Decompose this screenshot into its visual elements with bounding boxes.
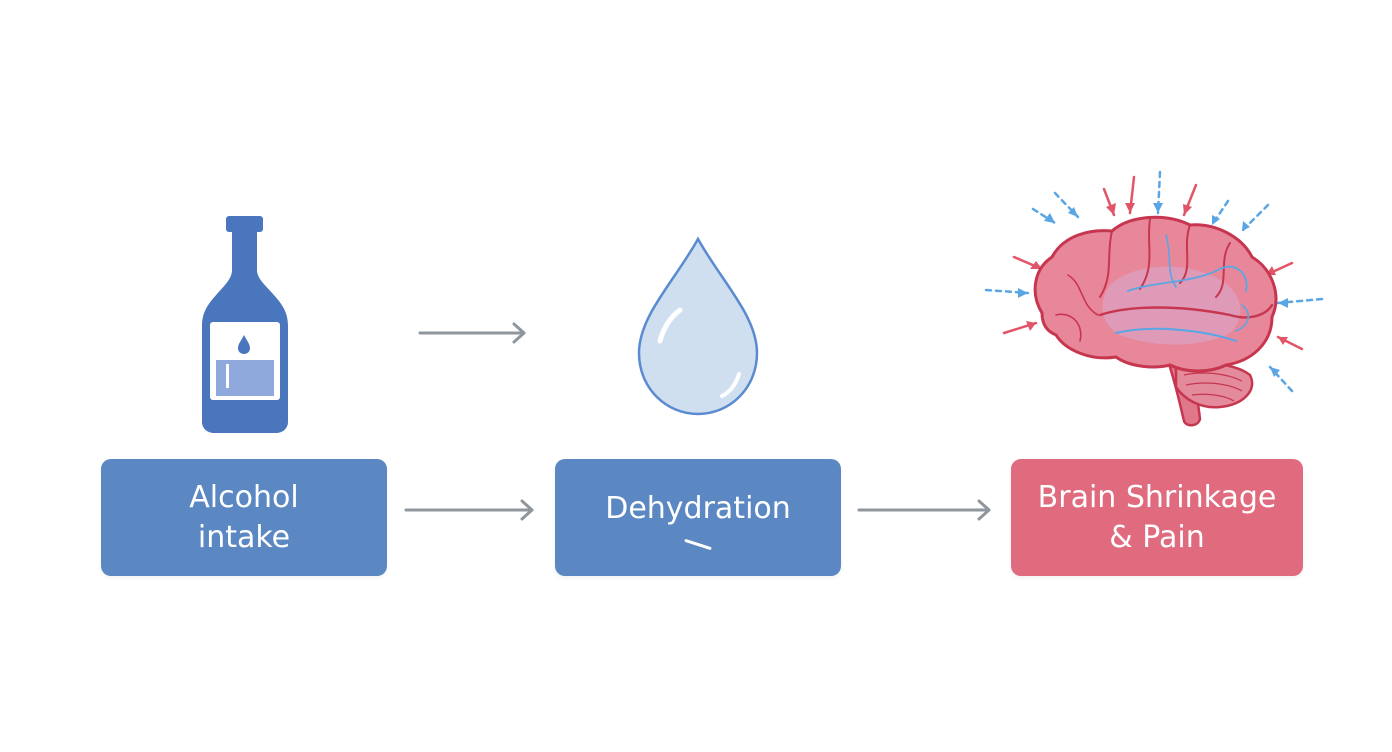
arrow-dehydration-to-brain	[857, 499, 991, 521]
alcohol-intake-label-line2: intake	[197, 519, 291, 555]
brain-shrinkage-label-line2: & Pain	[1109, 519, 1205, 555]
brain-shrinkage-label-line1: Brain Shrinkage	[1037, 479, 1277, 515]
arrow-upper	[418, 322, 526, 344]
brain-folds	[1055, 218, 1274, 342]
dehydration-box: Dehydration	[555, 459, 841, 576]
bottle-liquid-line	[226, 364, 229, 388]
dehydration-dash-mark	[684, 538, 712, 551]
brain-pain-arrows	[984, 170, 1324, 393]
alcohol-intake-box: Alcohol intake	[101, 459, 387, 576]
brain-icon	[984, 170, 1324, 427]
dehydration-label: Dehydration	[605, 491, 791, 526]
drop-shape	[637, 236, 759, 416]
alcohol-intake-label-line1: Alcohol	[189, 479, 299, 515]
bottle-liquid	[216, 360, 274, 396]
drop-highlight-left	[657, 307, 683, 344]
water-drop-icon	[637, 236, 759, 416]
cerebellum-lines	[1183, 372, 1243, 402]
bottle-icon	[202, 216, 288, 433]
bottle-cap	[226, 216, 263, 232]
drop-highlight-right	[720, 372, 741, 398]
brain-inner-glow	[1102, 266, 1241, 345]
arrow-alcohol-to-dehydration	[404, 499, 534, 521]
label-drop	[238, 335, 250, 354]
brain-shrinkage-box: Brain Shrinkage & Pain	[1011, 459, 1303, 576]
